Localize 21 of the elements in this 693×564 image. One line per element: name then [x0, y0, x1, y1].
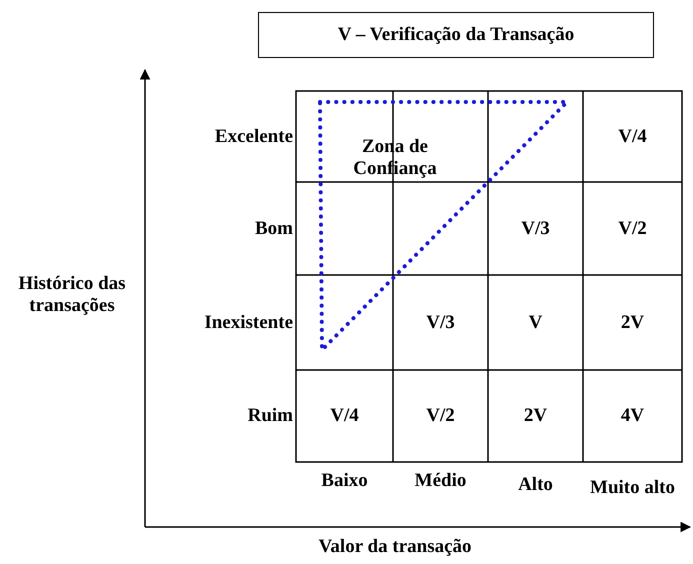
table-cell-text: V/4 [617, 124, 648, 149]
row-label: Bom [254, 216, 293, 241]
table-cell-text: 2V [620, 310, 646, 335]
column-label: Baixo [320, 469, 369, 494]
table-cell-text: V [528, 310, 544, 335]
table-cell-text: V/2 [425, 404, 456, 428]
column-label: Muito alto [589, 476, 676, 500]
table-cell-text: V/3 [520, 216, 551, 241]
row-label: Inexistente [203, 310, 293, 335]
table-cell-text: V/4 [329, 404, 360, 428]
table-cell-text: V/3 [425, 310, 456, 335]
table-cell-text: V/2 [617, 216, 648, 241]
axis-label: Valor da transação [317, 535, 473, 560]
table-cell-text: 4V [620, 404, 646, 428]
axis-label: Histórico das transações [17, 272, 127, 318]
column-label: Médio [414, 469, 468, 494]
table-cell-text: 2V [522, 404, 548, 428]
title-box: V – Verificação da Transação [258, 12, 654, 58]
column-label: Alto [517, 473, 554, 498]
row-label: Ruim [246, 404, 293, 428]
row-label: Excelente [214, 124, 293, 149]
